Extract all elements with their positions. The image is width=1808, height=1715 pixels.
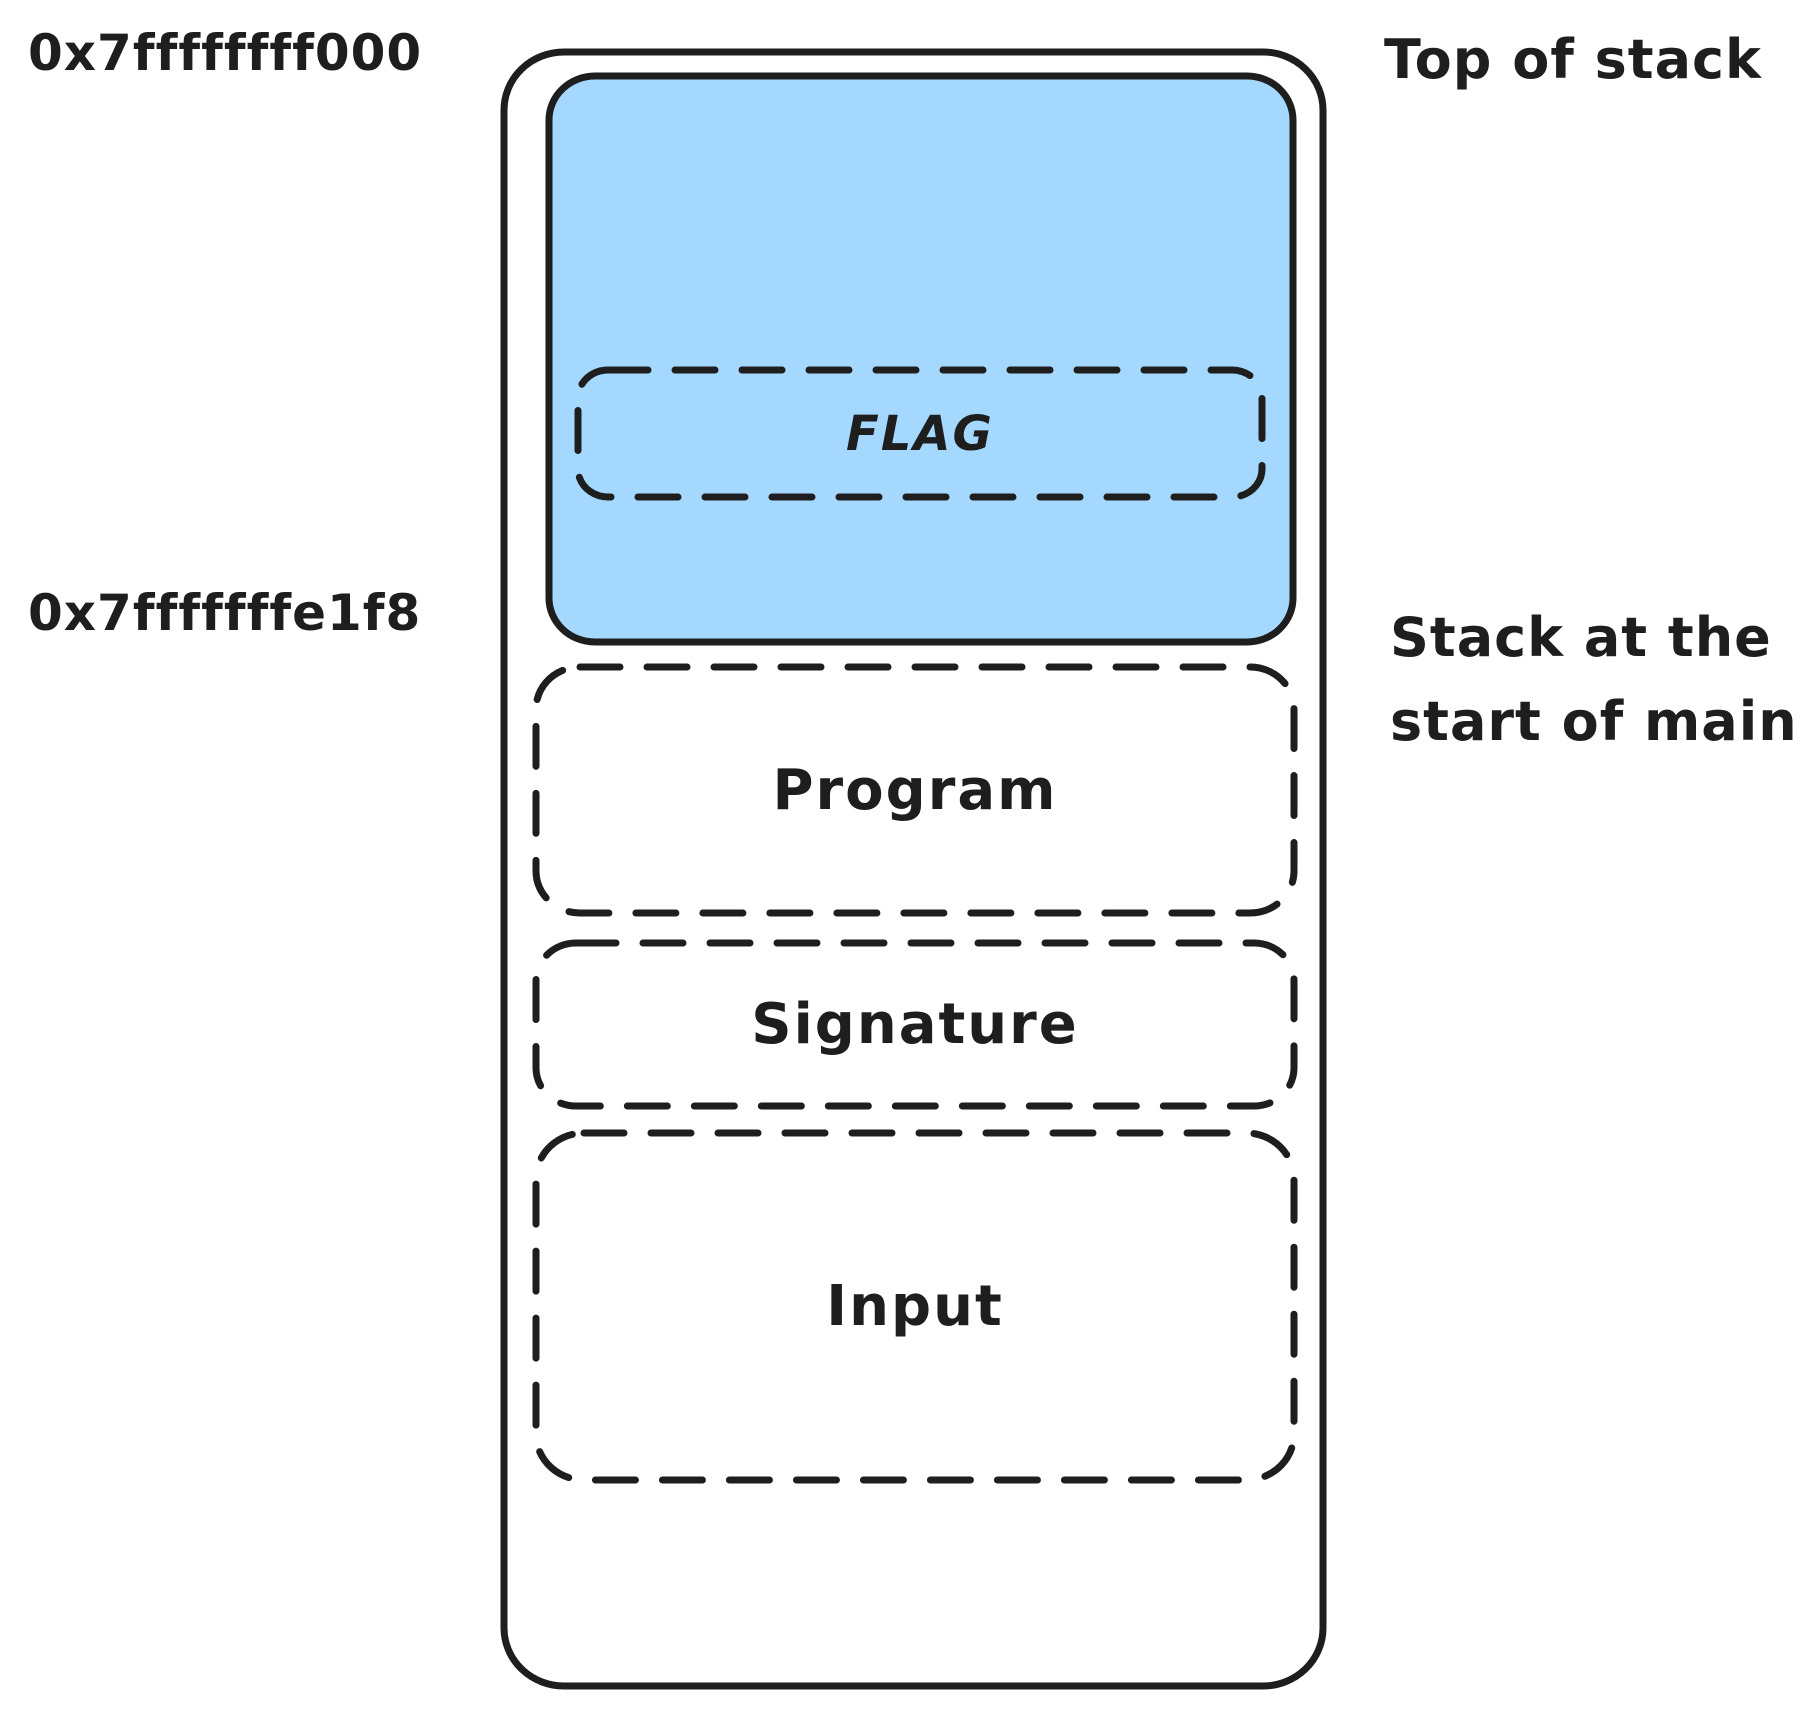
address-main-start: 0x7fffffffe1f8 xyxy=(28,584,422,642)
flag-label: FLAG xyxy=(846,405,994,462)
input-label: Input xyxy=(826,1274,1004,1339)
flag-dashed-box xyxy=(574,366,1266,501)
signature-dashed-box xyxy=(532,939,1298,1110)
program-dashed-box xyxy=(532,663,1298,917)
annotation-stack-at-main: Stack at the start of main xyxy=(1390,606,1798,753)
signature-label: Signature xyxy=(751,992,1079,1057)
annotation-top-of-stack: Top of stack xyxy=(1384,28,1762,91)
flag-region-box xyxy=(545,72,1297,646)
program-label: Program xyxy=(772,757,1058,823)
address-top-of-stack: 0x7ffffffff000 xyxy=(28,24,423,82)
